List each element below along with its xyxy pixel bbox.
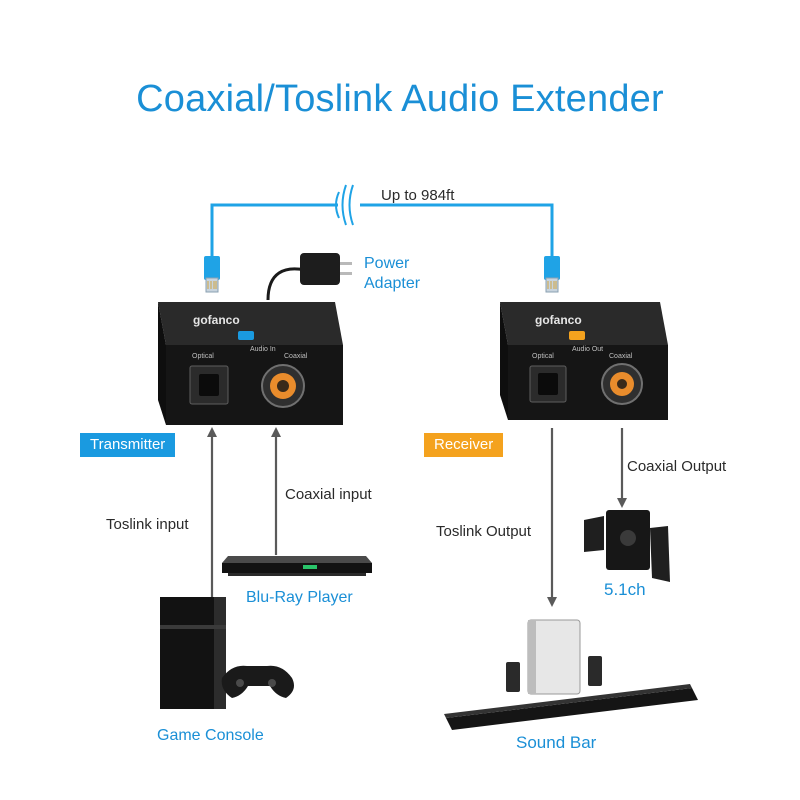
receiver-brand: gofanco (535, 313, 582, 327)
cable-break-icon (335, 184, 354, 226)
cable-distance-label: Up to 984ft (381, 187, 455, 204)
bluray-player-label: Blu-Ray Player (246, 589, 353, 606)
toslink-output-label: Toslink Output (436, 523, 532, 540)
toslink-input-label: Toslink input (106, 516, 189, 533)
signal-arrows (207, 427, 627, 607)
rj45-plug-transmitter-icon (204, 256, 220, 293)
soundbar-icon (444, 619, 698, 730)
transmitter-port-coaxial: Coaxial (284, 353, 308, 360)
coaxial-output-label: Coaxial Output (627, 458, 727, 475)
power-adapter-icon (266, 253, 352, 301)
power-adapter-label-line2: Adapter (364, 275, 421, 292)
receiver-badge: Receiver (424, 433, 504, 457)
game-console-label: Game Console (157, 727, 264, 744)
receiver-port-coaxial: Coaxial (609, 353, 633, 360)
bluray-player-icon (222, 556, 372, 576)
page-title: Coaxial/Toslink Audio Extender (136, 78, 664, 120)
soundbar-label: Sound Bar (516, 733, 597, 752)
receiver-unit (500, 302, 668, 420)
ethernet-cable (210, 203, 554, 258)
transmitter-port-optical: Optical (192, 353, 214, 360)
power-adapter-label-line1: Power (364, 255, 410, 272)
game-console-icon (160, 597, 294, 709)
rj45-plug-receiver-icon (544, 256, 560, 293)
receiver-port-group-label: Audio Out (572, 346, 604, 353)
speakers-label: 5.1ch (604, 580, 646, 599)
coaxial-input-label: Coaxial input (285, 486, 372, 503)
receiver-port-optical: Optical (532, 353, 554, 360)
transmitter-port-group-label: Audio In (250, 346, 276, 353)
speaker-system-icon (584, 510, 670, 582)
transmitter-badge: Transmitter (80, 433, 176, 457)
transmitter-brand: gofanco (193, 313, 240, 327)
transmitter-unit (158, 302, 343, 425)
